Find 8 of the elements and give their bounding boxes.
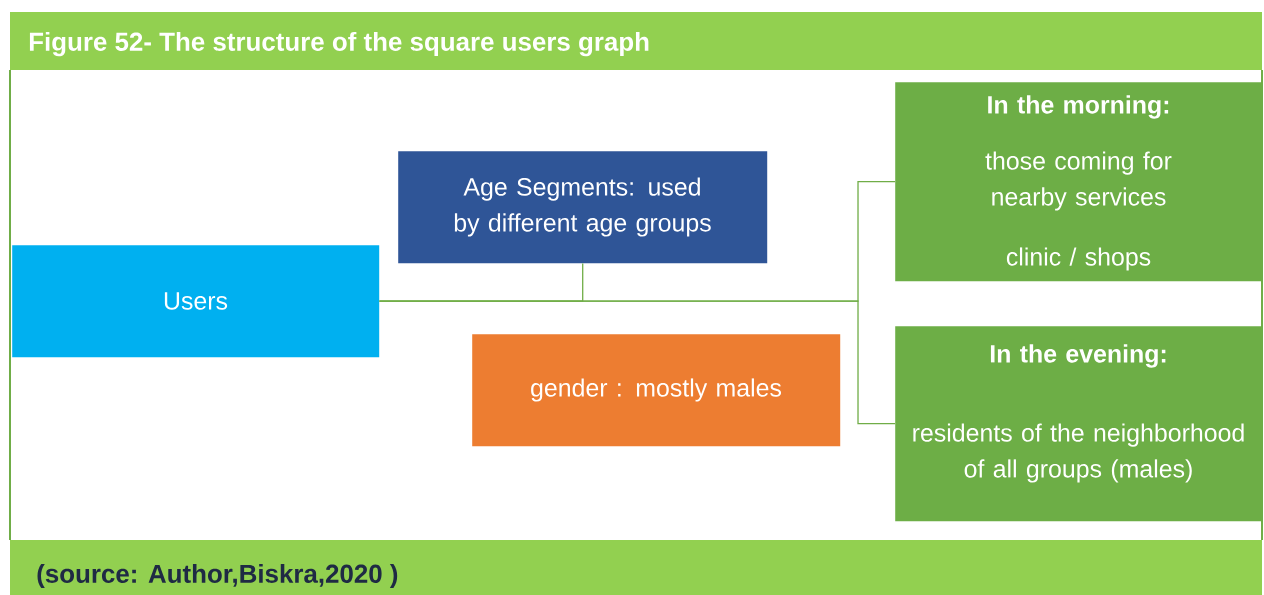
connector-line <box>378 300 896 425</box>
title-band: Figure 52- The structure of the square users graph <box>10 12 1262 70</box>
text-box: In the evening: residents of the neighborhood of all groups (males) <box>895 326 1263 522</box>
text-box: Users <box>12 245 380 358</box>
caption-band: (source: Author,Biskra,2020 ) <box>10 540 1262 595</box>
text-box: Age Segments: used by different age groups <box>398 151 768 264</box>
text-box: gender : mostly males <box>472 334 841 447</box>
text-box: In the morning: those coming for nearby services clinic / shops <box>895 82 1263 282</box>
